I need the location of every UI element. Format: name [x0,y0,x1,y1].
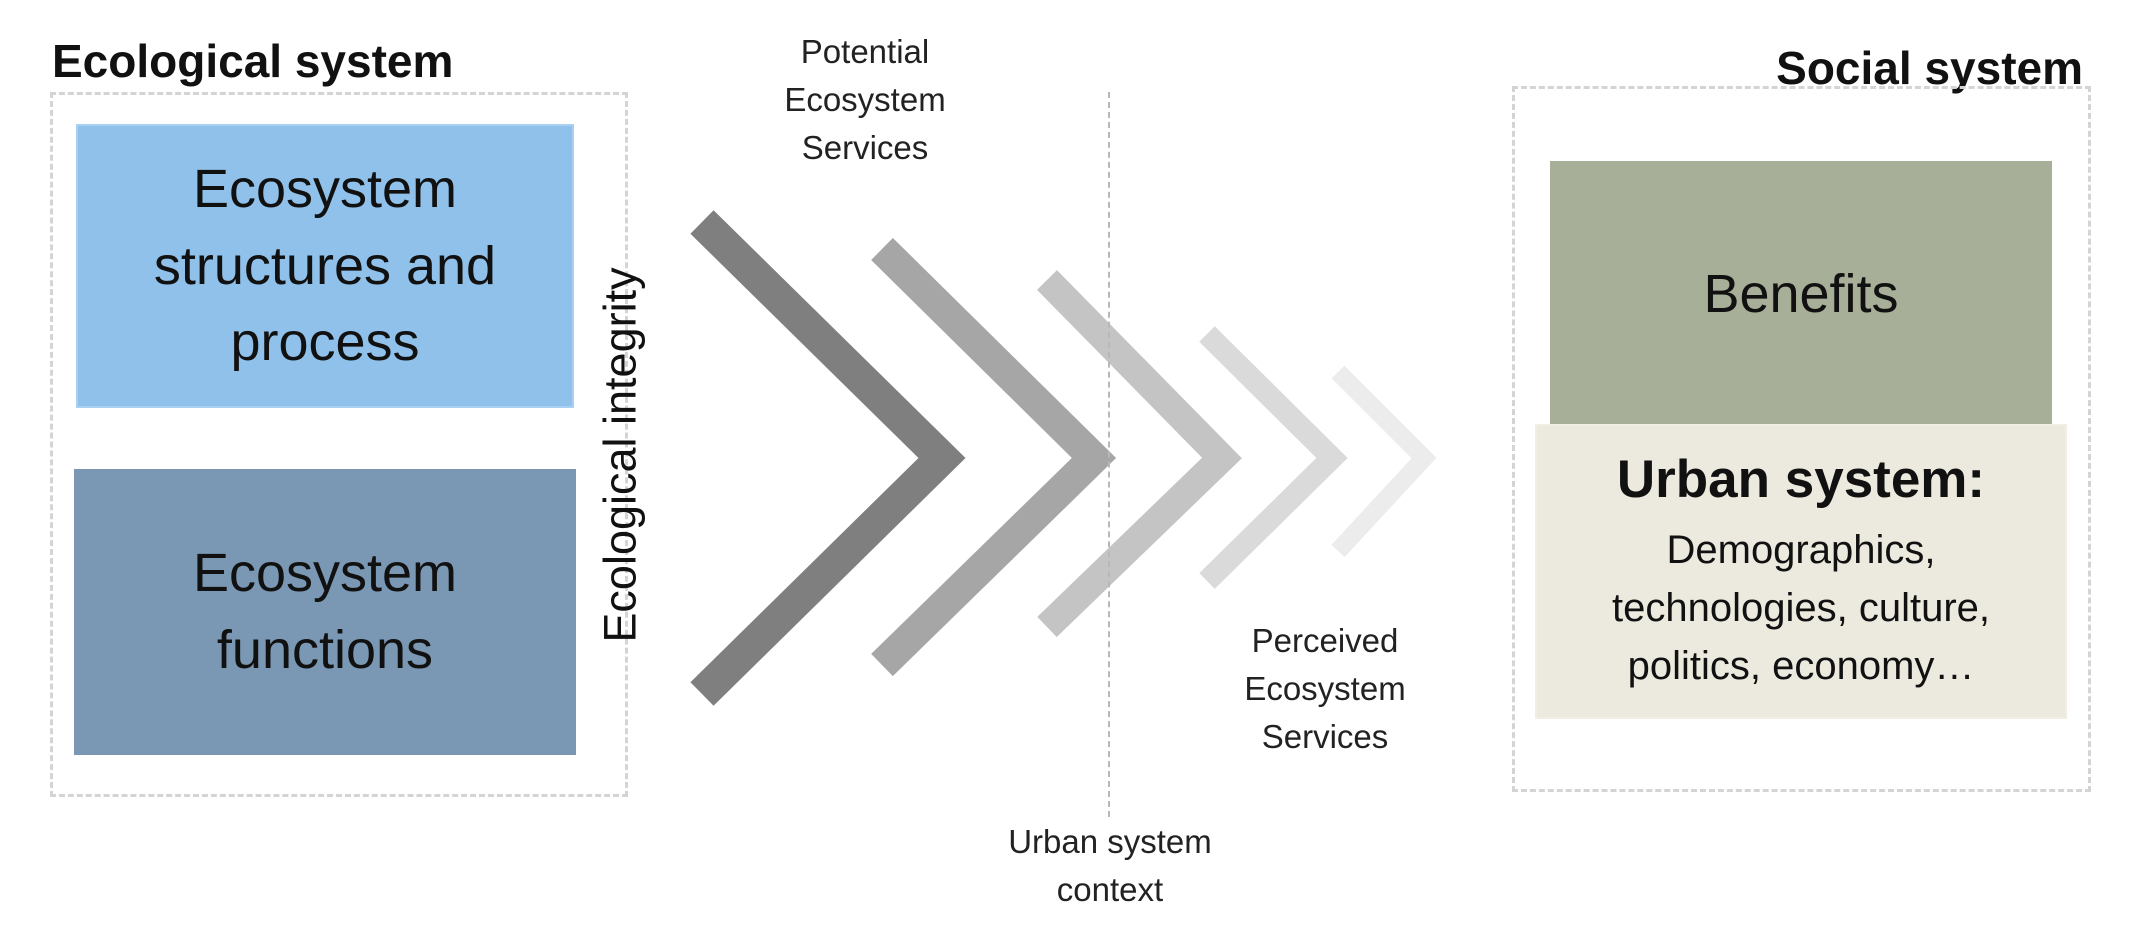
urban-system-context-label: Urban system context [1008,823,1212,908]
chevron-arrow-3 [1037,270,1242,638]
ecological-system-frame [50,92,628,797]
ecological-system-title: Ecological system [52,35,454,87]
ecosystem-structures-box: Ecosystem structures and process [76,124,574,408]
urban-system-factors: Demographics, technologies, culture, pol… [1611,528,1990,689]
chevron-arrow-5 [1331,365,1437,558]
urban-system-title: Urban system: [1616,449,1986,509]
social-system-frame [1512,86,2091,792]
chevron-arrow-4 [1199,326,1348,589]
benefits-box: Benefits [1550,161,2052,427]
chevron-arrow-1 [690,210,966,706]
urban-system-box: Urban system: Demographics, technologies… [1535,424,2067,719]
chevron-arrow-2 [871,237,1117,677]
urban-context-divider [1108,92,1110,817]
perceived-ecosystem-services-label: Perceived Ecosystem Services [1244,622,1406,755]
potential-ecosystem-services-label: Potential Ecosystem Services [784,33,946,166]
social-system-title: Social system [1776,42,2083,94]
ecosystem-functions-box: Ecosystem functions [74,469,576,755]
